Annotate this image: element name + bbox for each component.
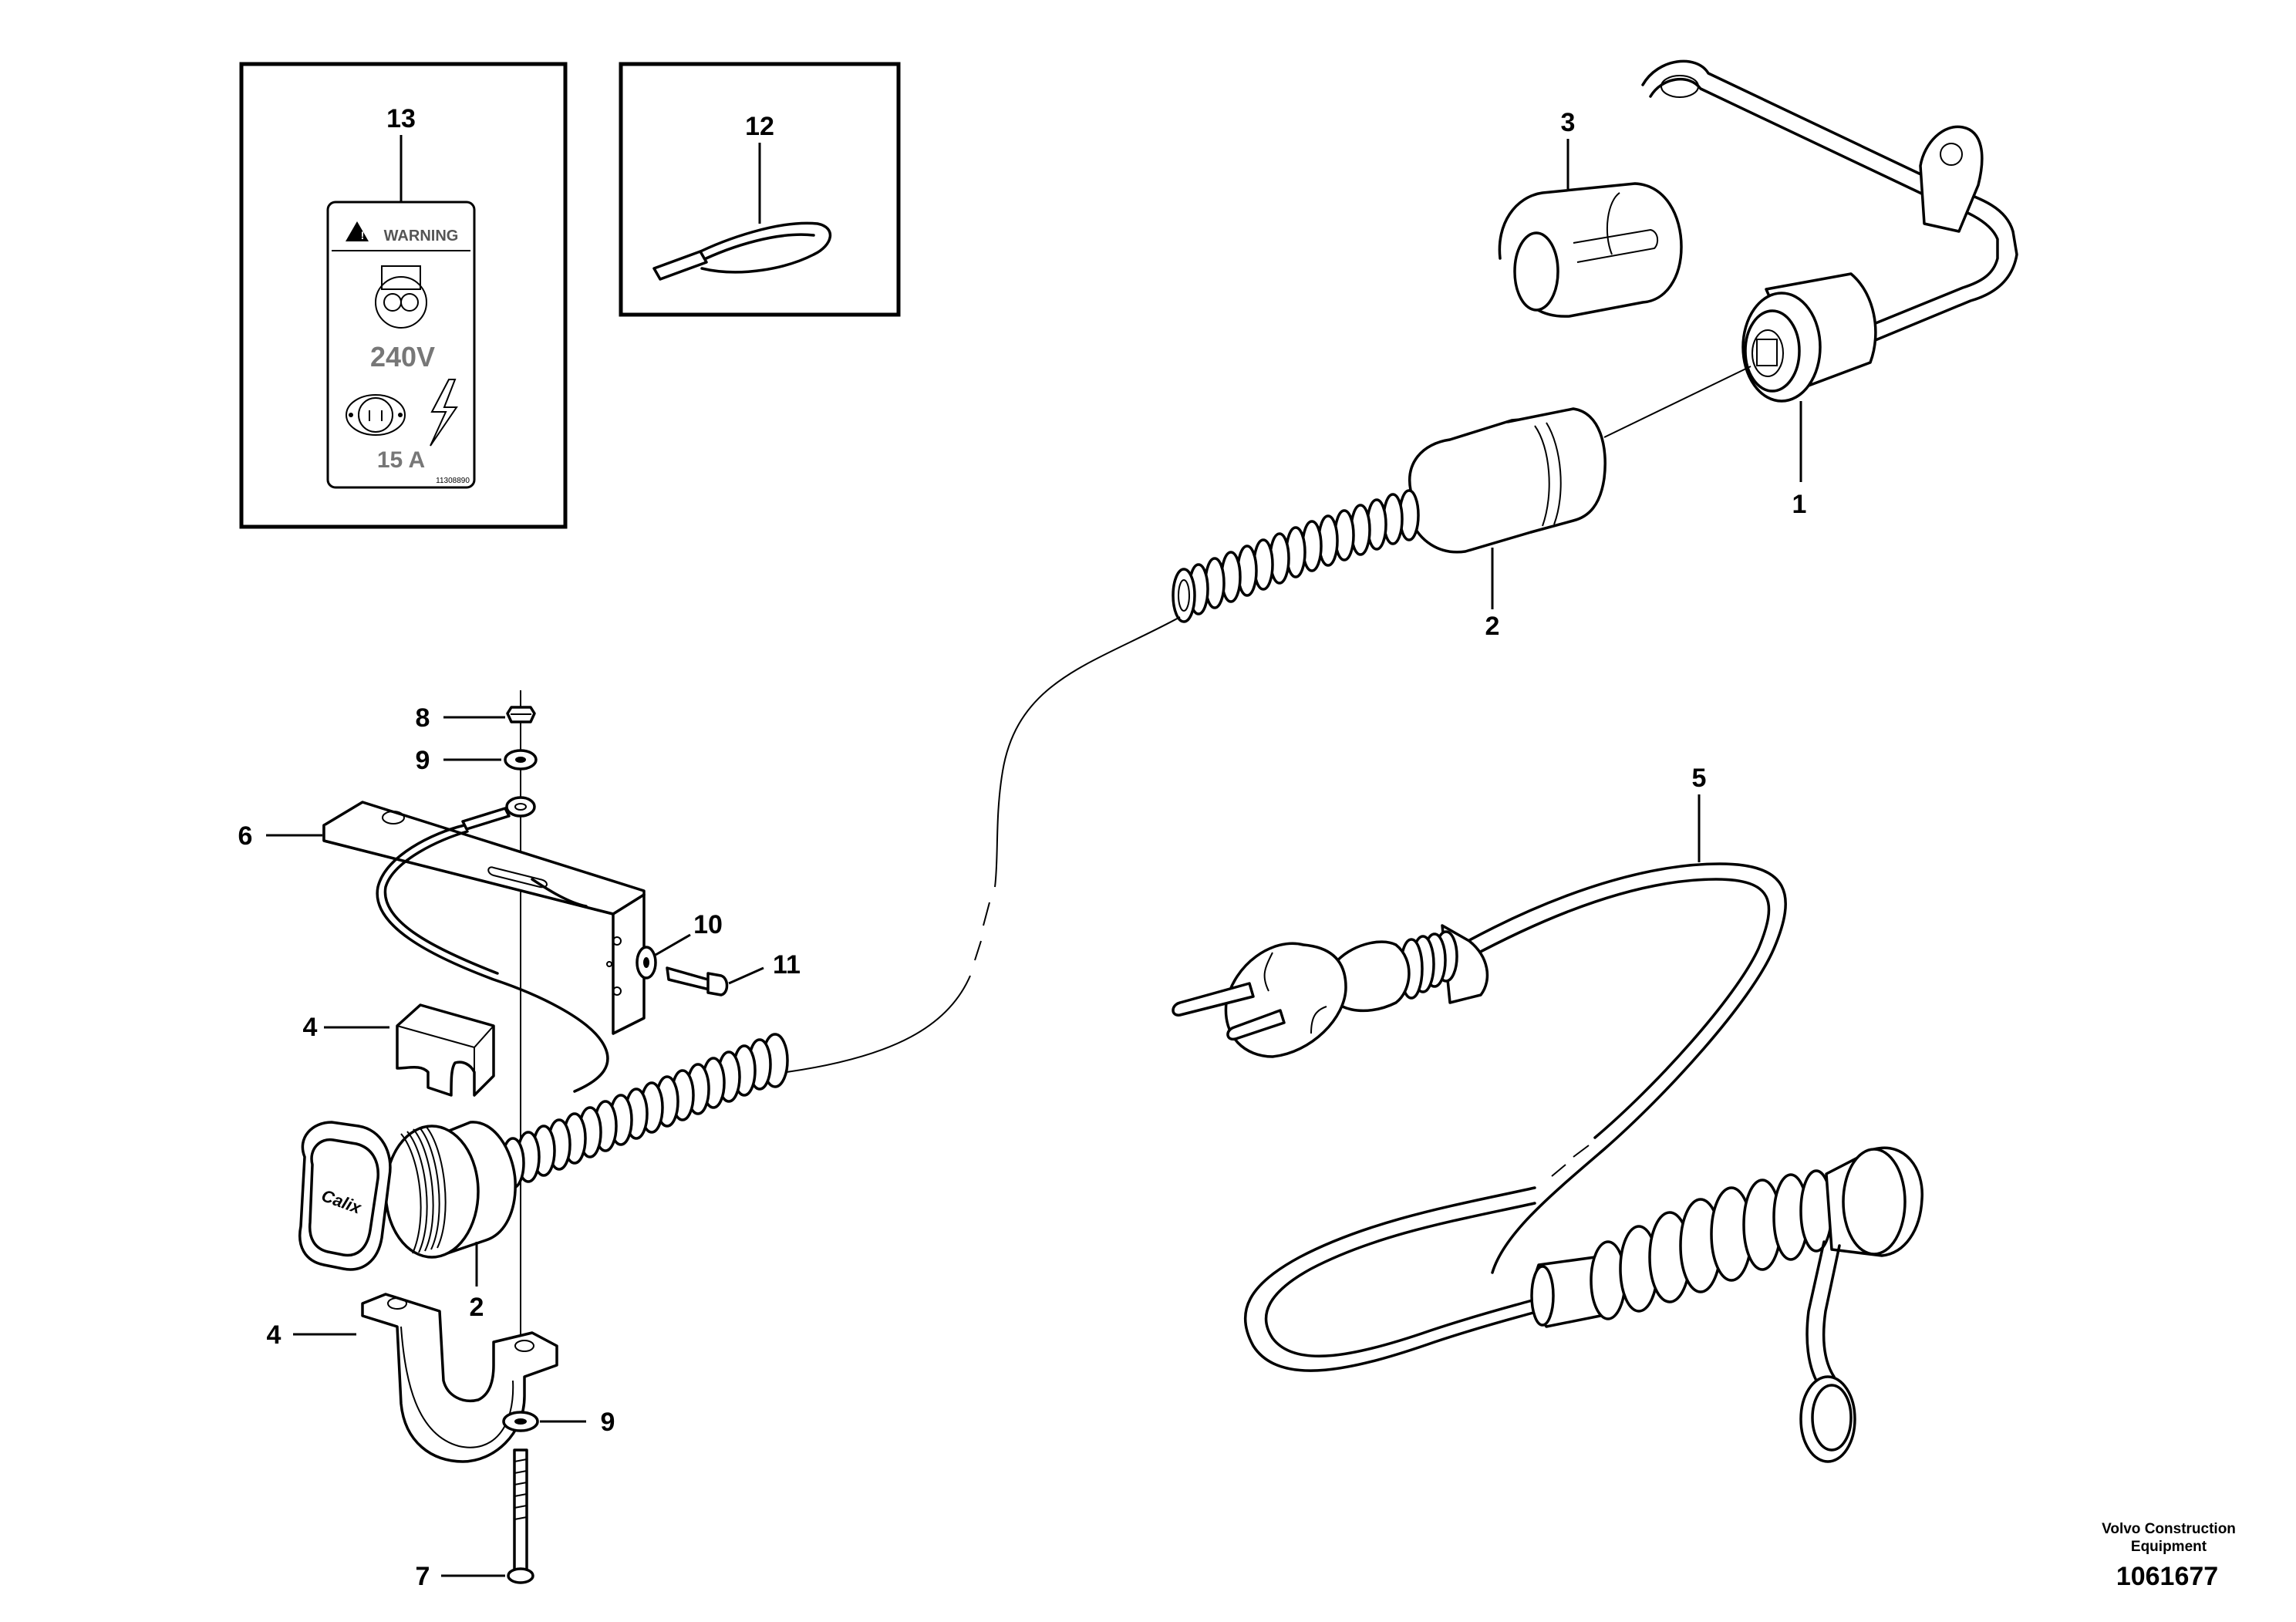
callout-2-top: 2 — [1485, 612, 1500, 641]
ground-wire — [376, 796, 609, 1093]
washer-part-10 — [636, 946, 657, 980]
cable-tie-box: 12 — [619, 62, 901, 317]
bracket-part-6 — [322, 801, 646, 1035]
callout-9-top: 9 — [416, 746, 430, 775]
callout-9-lower: 9 — [601, 1408, 615, 1437]
drawing-number: 1061677 — [2116, 1562, 2218, 1591]
cable-tie — [652, 221, 832, 281]
callout-3: 3 — [1561, 108, 1576, 137]
callout-5: 5 — [1692, 764, 1707, 793]
callout-10: 10 — [693, 910, 723, 939]
callout-8: 8 — [416, 703, 430, 733]
company-name-line1: Volvo Construction — [2102, 1521, 2236, 1537]
washer-part-9-lower — [502, 1411, 539, 1432]
company-name-line2: Equipment — [2131, 1539, 2207, 1555]
nut-part-8 — [506, 706, 536, 723]
callout-12: 12 — [745, 112, 774, 141]
sleeve-part-3 — [1498, 182, 1683, 318]
clamp-part-4-upper — [396, 1003, 495, 1097]
svg-text:!: ! — [361, 229, 365, 241]
decal-amperage: 15 A — [377, 447, 425, 473]
decal-box: 13 ! WARNING 240V — [239, 62, 568, 529]
callout-13: 13 — [386, 104, 416, 133]
plug-part-2-top — [1172, 407, 1607, 623]
callout-4-lower: 4 — [267, 1320, 282, 1350]
footer: Volvo Construction Equipment 1061677 — [2102, 1521, 2236, 1591]
warning-triangle-icon — [346, 221, 369, 241]
extension-cable-part-5 — [1172, 862, 1923, 1463]
lightning-bolt-icon — [430, 379, 458, 447]
decal-code: 11308890 — [436, 477, 470, 485]
callout-11: 11 — [773, 950, 801, 980]
socket-illustration-icon — [375, 265, 427, 329]
screw-part-7 — [507, 1448, 534, 1584]
clamp-part-4-lower — [361, 1293, 558, 1463]
bolt-part-11 — [666, 966, 729, 996]
bracket-rod — [1641, 59, 2018, 349]
socket-part-2-lower: Calix — [298, 1033, 789, 1271]
callout-2-lower: 2 — [470, 1293, 484, 1322]
washer-part-9-top — [504, 749, 538, 771]
callout-1: 1 — [1792, 490, 1807, 519]
outlet-icon — [346, 394, 406, 436]
decal-voltage: 240V — [370, 341, 435, 373]
socket-part-1 — [1741, 272, 1877, 403]
callout-7: 7 — [416, 1562, 430, 1591]
warning-decal: ! WARNING 240V 15 A 11308890 — [326, 201, 476, 489]
callout-6: 6 — [238, 821, 253, 851]
callout-4-upper: 4 — [303, 1013, 318, 1042]
decal-warning-text: WARNING — [384, 228, 459, 244]
